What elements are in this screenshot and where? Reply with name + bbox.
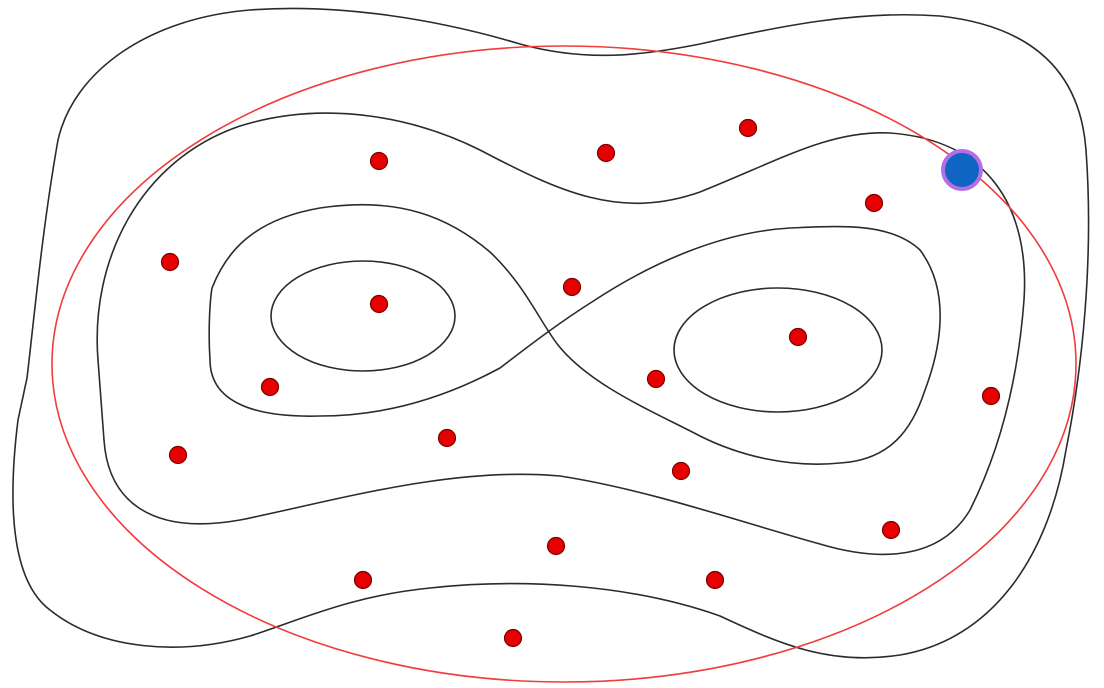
red-dot bbox=[864, 193, 884, 213]
red-dot bbox=[353, 570, 373, 590]
red-dot bbox=[881, 520, 901, 540]
red-dot bbox=[369, 294, 389, 314]
red-dot bbox=[168, 445, 188, 465]
red-dot bbox=[369, 151, 389, 171]
outer-contour bbox=[12, 7, 1090, 659]
red-dot bbox=[671, 461, 691, 481]
red-dots-group bbox=[160, 118, 1001, 648]
left-inner-contour bbox=[270, 260, 456, 372]
lemniscate-contour bbox=[208, 203, 941, 465]
red-dot bbox=[260, 377, 280, 397]
red-dot bbox=[160, 252, 180, 272]
red-dot bbox=[738, 118, 758, 138]
drag-handle-point[interactable] bbox=[941, 149, 983, 191]
red-dot bbox=[562, 277, 582, 297]
red-dot bbox=[981, 386, 1001, 406]
red-dot bbox=[646, 369, 666, 389]
right-inner-contour bbox=[673, 287, 883, 413]
red-dot bbox=[596, 143, 616, 163]
red-dot bbox=[437, 428, 457, 448]
red-dot bbox=[705, 570, 725, 590]
red-dot bbox=[546, 536, 566, 556]
red-ellipse bbox=[51, 45, 1077, 683]
red-dot bbox=[503, 628, 523, 648]
red-dot bbox=[788, 327, 808, 347]
middle-contour bbox=[96, 112, 1026, 556]
